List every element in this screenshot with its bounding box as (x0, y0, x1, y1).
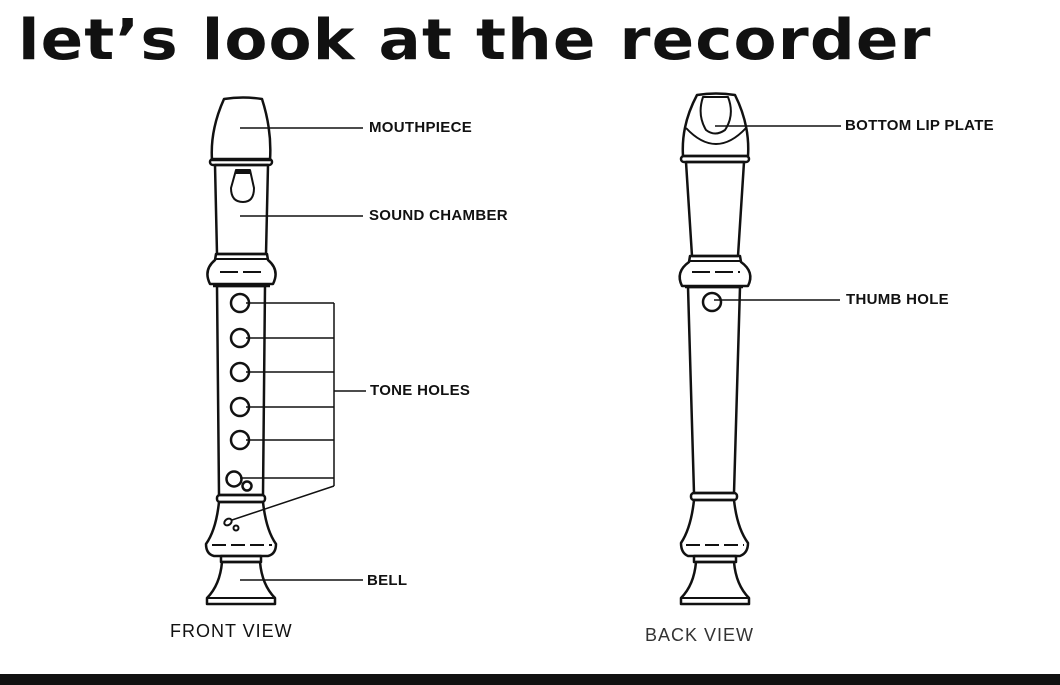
back-recorder (678, 92, 841, 606)
back-view-caption: BACK VIEW (645, 625, 755, 645)
label-sound-chamber: SOUND CHAMBER (369, 207, 508, 224)
front-middle-joint (206, 252, 277, 286)
front-view-caption: FRONT VIEW (170, 621, 293, 641)
bottom-rule (0, 674, 1060, 685)
label-thumb-hole: THUMB HOLE (846, 291, 949, 308)
label-bell: BELL (367, 572, 408, 589)
bottom-lip-plate (699, 96, 732, 135)
label-tone-holes: TONE HOLES (370, 382, 471, 399)
front-bell (205, 560, 277, 606)
front-body (215, 284, 267, 497)
label-bottom-lip-plate: BOTTOM LIP PLATE (845, 117, 994, 134)
front-window (230, 169, 255, 203)
label-mouthpiece: MOUTHPIECE (369, 119, 473, 136)
tone-hole-double-small (241, 480, 253, 492)
tone-hole-double-large (225, 470, 243, 488)
front-mouthpiece (210, 96, 272, 162)
front-recorder (204, 96, 366, 606)
front-sound-chamber (213, 163, 270, 256)
front-foot (204, 500, 278, 558)
back-mouthpiece (681, 92, 750, 158)
page-title: let’s look at the recorder (18, 8, 932, 73)
thumb-hole (701, 291, 723, 313)
